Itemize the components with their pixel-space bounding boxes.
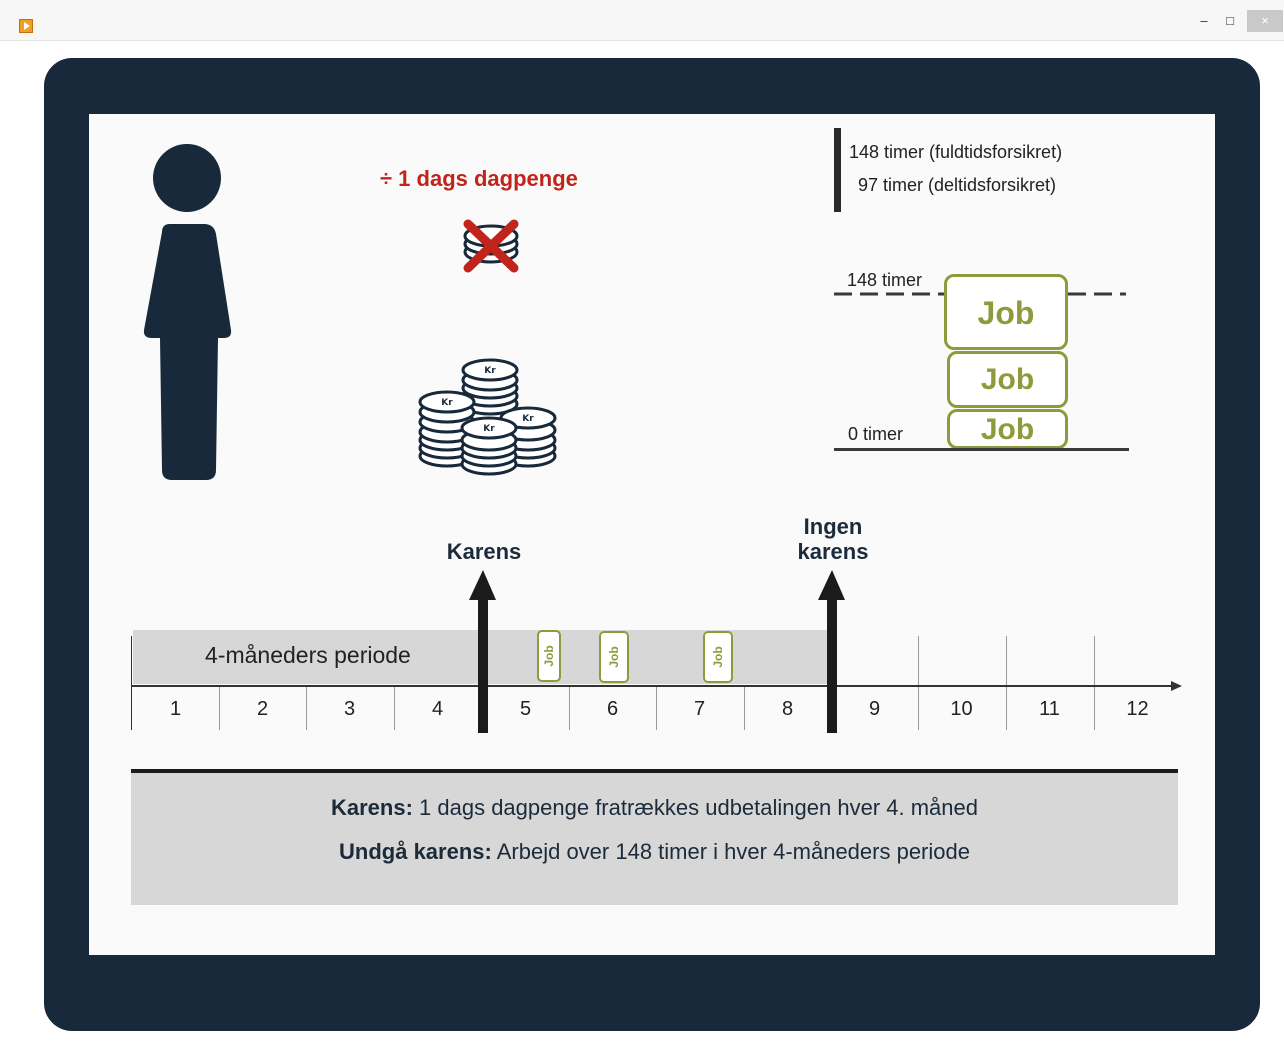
coin-label: Kr [441, 398, 453, 408]
coin-label: Kr [483, 424, 495, 434]
hours-part-text: 97 timer (deltidsforsikret) [858, 175, 1057, 195]
chart-baseline [834, 448, 1129, 451]
person-icon [143, 144, 232, 480]
job-block: Job [947, 409, 1068, 449]
month-label: 4 [431, 698, 444, 720]
info-line-karens: Karens: 1 dags dagpenge fratrækkes udbet… [131, 795, 1178, 821]
title-bar: – □ × [0, 0, 1284, 41]
app-icon [19, 19, 33, 33]
month-tick [918, 636, 919, 730]
month-label: 3 [343, 698, 356, 720]
month-label: 5 [519, 698, 532, 720]
info-box: Karens: 1 dags dagpenge fratrækkes udbet… [131, 769, 1178, 905]
month-label: 7 [693, 698, 706, 720]
mini-job-block: Job [703, 631, 733, 683]
chart-bottom-label: 0 timer [848, 424, 904, 444]
ingen-karens-label-line2: karens [797, 539, 869, 564]
deduction-label: ÷ 1 dags dagpenge [380, 166, 578, 191]
karens-arrow-icon [469, 570, 496, 733]
month-tick [569, 686, 570, 730]
coin-stack-icon: Kr Kr Kr Kr [418, 358, 557, 476]
ingen-karens-arrow-icon [818, 570, 845, 733]
month-label: 6 [606, 698, 619, 720]
month-label: 12 [1126, 698, 1149, 720]
month-tick [1094, 636, 1095, 730]
timeline-start-tick [131, 636, 132, 730]
month-label: 8 [781, 698, 794, 720]
info-line-undgaa: Undgå karens: Arbejd over 148 timer i hv… [131, 839, 1178, 865]
coin-label: Kr [522, 414, 534, 424]
month-tick [1006, 636, 1007, 730]
month-tick [656, 686, 657, 730]
month-label: 2 [256, 698, 269, 720]
month-tick [306, 686, 307, 730]
close-button[interactable]: × [1247, 10, 1283, 32]
mini-job-block: Job [537, 630, 561, 682]
mini-job-block: Job [599, 631, 629, 683]
info-text-karens: 1 dags dagpenge fratrækkes udbetalingen … [412, 795, 978, 820]
info-term-karens: Karens: [331, 795, 413, 820]
month-label: 10 [950, 698, 973, 720]
minimize-button[interactable]: – [1200, 13, 1208, 28]
ingen-karens-label-line1: Ingen [803, 514, 863, 539]
month-tick [394, 686, 395, 730]
job-block: Job [947, 351, 1068, 408]
timeline-axis [131, 681, 1182, 691]
karens-label: Karens [446, 539, 522, 564]
info-term-undgaa: Undgå karens: [339, 839, 492, 864]
month-tick [219, 686, 220, 730]
month-label: 9 [868, 698, 881, 720]
month-label: 11 [1039, 698, 1060, 720]
job-block: Job [944, 274, 1068, 350]
coin-label: Kr [484, 366, 496, 376]
info-text-undgaa: Arbejd over 148 timer i hver 4-måneders … [491, 839, 970, 864]
crossed-coin-icon [463, 219, 519, 273]
chart-top-label: 148 timer [847, 270, 923, 290]
month-tick [744, 686, 745, 730]
hours-full-text: 148 timer (fuldtidsforsikret) [849, 142, 1063, 162]
period-label: 4-måneders periode [205, 642, 411, 668]
hours-bar [834, 128, 841, 212]
month-label: 1 [169, 698, 182, 720]
maximize-button[interactable]: □ [1226, 13, 1234, 28]
